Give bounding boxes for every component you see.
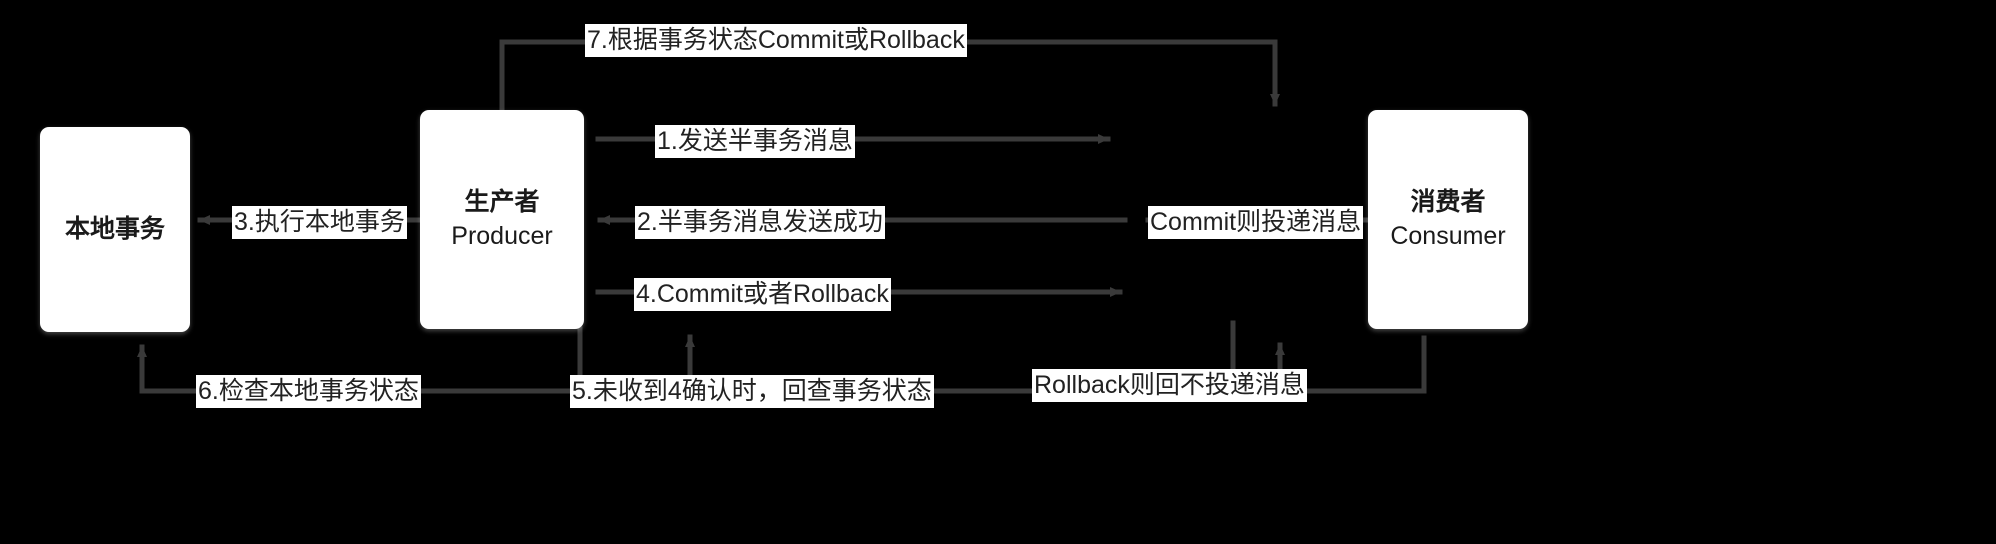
edge-label-6: 6.检查本地事务状态 [196,375,421,408]
node-consumer-label-en: Consumer [1390,221,1506,250]
node-consumer-label-cn: 消费者 [1410,187,1486,216]
edge-label-commit-deliver: Commit则投递消息 [1148,206,1364,239]
edge-label-rollback-no-deliver: Rollback则回不投递消息 [1032,369,1307,402]
edge-label-4: 4.Commit或者Rollback [634,278,891,311]
node-producer[interactable]: 生产者 Producer [420,110,584,329]
edge-label-5: 5.未收到4确认时，回查事务状态 [570,375,934,408]
edge-label-2: 2.半事务消息发送成功 [635,206,885,239]
edge-label-3: 3.执行本地事务 [232,206,407,239]
node-consumer[interactable]: 消费者 Consumer [1368,110,1528,329]
edge-label-1: 1.发送半事务消息 [655,125,855,158]
node-local-transaction[interactable]: 本地事务 [40,127,190,332]
node-producer-label-cn: 生产者 [464,187,540,216]
node-producer-label-en: Producer [451,221,553,250]
node-local-transaction-label: 本地事务 [64,214,165,243]
edge-label-7: 7.根据事务状态Commit或Rollback [585,24,967,57]
